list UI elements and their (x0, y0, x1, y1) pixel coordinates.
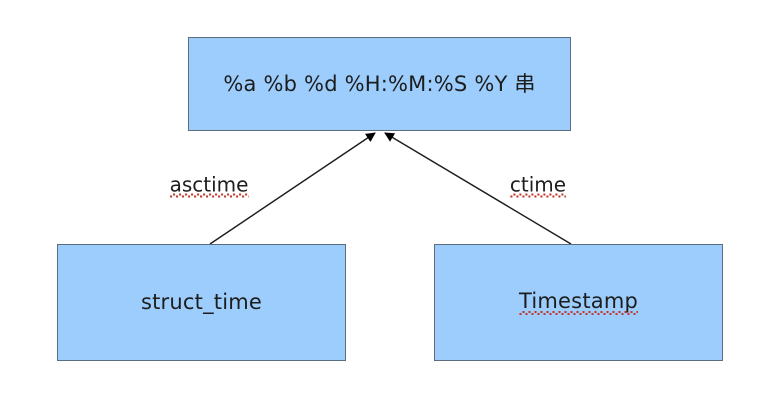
edge-label-ctime: ctime (509, 172, 567, 198)
node-timestamp-label: Timestamp (518, 288, 639, 315)
node-timestamp[interactable]: Timestamp (434, 244, 723, 361)
edge-label-asctime-text: asctime (169, 172, 249, 198)
node-struct-time-label: struct_time (140, 290, 263, 314)
node-struct-time[interactable]: struct_time (57, 244, 346, 361)
edge-label-asctime: asctime (169, 172, 249, 198)
node-format-string[interactable]: %a %b %d %H:%M:%S %Y 串 (188, 37, 571, 131)
edge-label-ctime-text: ctime (509, 172, 567, 198)
node-format-string-label: %a %b %d %H:%M:%S %Y 串 (223, 71, 536, 96)
